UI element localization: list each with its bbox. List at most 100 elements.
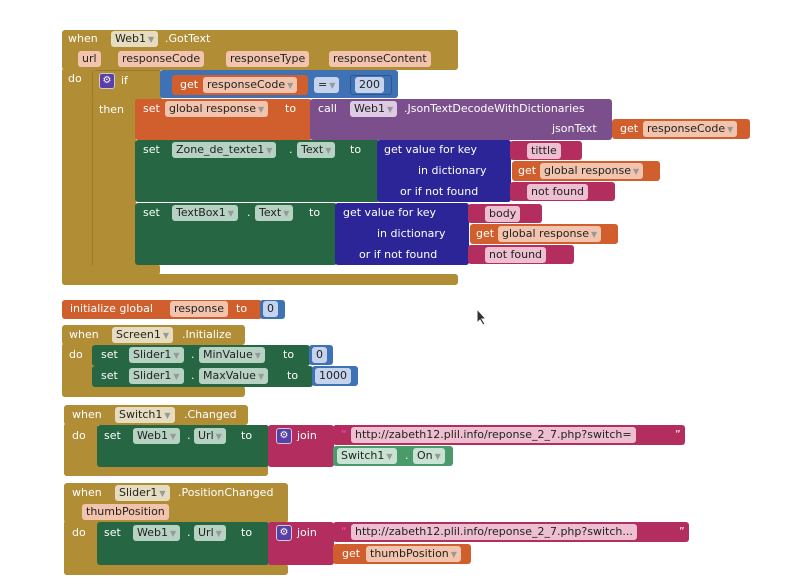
text-value[interactable]: http://zabeth12.plil.info/reponse_2_7.ph… <box>351 524 637 540</box>
number-value[interactable]: 0 <box>263 301 278 317</box>
component-dropdown[interactable]: TextBox1▼ <box>172 205 238 221</box>
dot: . <box>247 206 251 219</box>
if-bottom <box>92 264 160 275</box>
property-dropdown[interactable]: Url▼ <box>194 428 226 444</box>
chevron-down-icon: ▼ <box>159 489 166 498</box>
property-name: MinValue <box>203 348 253 361</box>
variable-name: global response <box>544 164 632 177</box>
variable-dropdown[interactable]: responseCode▼ <box>203 77 298 93</box>
component-dropdown[interactable]: Slider1▼ <box>129 347 184 363</box>
when-label: when <box>68 32 98 45</box>
or-not-found-label: or if not found <box>400 185 479 198</box>
set-web1-url-block[interactable] <box>97 522 269 565</box>
component-dropdown[interactable]: Web1▼ <box>133 525 181 541</box>
param-responsecode[interactable]: responseCode <box>118 51 205 67</box>
event-name: .Initialize <box>182 328 232 341</box>
number-value[interactable]: 200 <box>355 77 384 93</box>
event-name: .PositionChanged <box>178 486 274 499</box>
text-value[interactable]: http://zabeth12.plil.info/reponse_2_7.ph… <box>351 427 636 443</box>
chevron-down-icon: ▼ <box>434 452 441 461</box>
property-name: Text <box>259 206 282 219</box>
component-name: Zone_de_texte1 <box>176 143 265 156</box>
do-label: do <box>69 348 83 361</box>
chevron-down-icon: ▼ <box>450 550 457 559</box>
get-label: get <box>518 164 537 177</box>
set-web1-url-block[interactable] <box>97 425 269 467</box>
component-dropdown[interactable]: Web1▼ <box>350 101 398 117</box>
param-responsetype[interactable]: responseType <box>226 51 310 67</box>
component-dropdown[interactable]: Screen1▼ <box>112 327 173 343</box>
when-label: when <box>72 486 102 499</box>
component-dropdown[interactable]: Web1▼ <box>133 428 181 444</box>
dictionary-lookup-block[interactable] <box>335 203 469 265</box>
number-value[interactable]: 1000 <box>315 368 351 384</box>
component-name: Slider1 <box>133 348 172 361</box>
to-label: to <box>287 369 299 382</box>
component-dropdown[interactable]: Switch1▼ <box>115 407 175 423</box>
dictionary-lookup-block[interactable] <box>377 140 511 202</box>
chevron-down-icon: ▼ <box>162 331 169 340</box>
global-var-dropdown[interactable]: global response▼ <box>165 101 269 117</box>
property-dropdown[interactable]: Text▼ <box>255 205 294 221</box>
gear-icon[interactable]: ⚙ <box>99 73 115 89</box>
component-name: Web1 <box>137 429 168 442</box>
do-label: do <box>72 526 86 539</box>
event-name: .GotText <box>165 32 211 45</box>
component-dropdown[interactable]: Switch1▼ <box>337 448 397 464</box>
component-name: Web1 <box>137 526 168 539</box>
gvk-label: get value for key <box>384 143 477 156</box>
chevron-down-icon: ▼ <box>173 372 180 381</box>
to-label: to <box>309 206 321 219</box>
number-value[interactable]: 0 <box>312 347 327 363</box>
dot: . <box>289 143 293 156</box>
property-dropdown[interactable]: MaxValue▼ <box>199 368 269 384</box>
chevron-down-icon: ▼ <box>169 529 177 538</box>
gear-icon[interactable]: ⚙ <box>276 525 292 541</box>
chevron-down-icon: ▼ <box>215 529 222 538</box>
get-label: get <box>342 547 361 560</box>
param-url[interactable]: url <box>78 51 101 67</box>
text-value[interactable]: not found <box>485 247 547 263</box>
property-dropdown[interactable]: Text▼ <box>297 142 336 158</box>
chevron-down-icon: ▼ <box>287 81 294 90</box>
event-bottom <box>62 386 245 397</box>
text-value[interactable]: not found <box>527 184 589 200</box>
variable-dropdown[interactable]: responseCode▼ <box>643 121 738 137</box>
close-quote: ” <box>675 428 681 441</box>
component-dropdown[interactable]: Slider1▼ <box>129 368 184 384</box>
component-dropdown[interactable]: Zone_de_texte1▼ <box>172 142 277 158</box>
text-value[interactable]: tittle <box>527 143 561 159</box>
to-label: to <box>285 102 297 115</box>
event-bottom <box>64 465 268 476</box>
property-name: Url <box>198 526 214 539</box>
operator-dropdown[interactable]: =▼ <box>314 77 340 93</box>
global-name-field[interactable]: response <box>170 301 228 317</box>
param-responsecontent[interactable]: responseContent <box>329 51 431 67</box>
to-label: to <box>241 526 253 539</box>
gear-icon[interactable]: ⚙ <box>276 428 292 444</box>
property-dropdown[interactable]: Url▼ <box>194 525 226 541</box>
variable-dropdown[interactable]: thumbPosition▼ <box>366 546 461 562</box>
component-name: Switch1 <box>341 449 385 462</box>
dot: . <box>405 449 409 462</box>
to-label: to <box>236 302 248 315</box>
property-dropdown[interactable]: MinValue▼ <box>199 347 265 363</box>
chevron-down-icon: ▼ <box>727 125 734 134</box>
dot: . <box>187 526 191 539</box>
chevron-down-icon: ▼ <box>173 351 180 360</box>
text-value[interactable]: body <box>485 206 521 222</box>
dot: . <box>191 348 195 361</box>
component-dropdown[interactable]: Web1▼ <box>111 31 159 47</box>
variable-dropdown[interactable]: global response▼ <box>498 226 602 242</box>
property-dropdown[interactable]: On▼ <box>413 448 445 464</box>
open-quote: “ <box>341 525 347 538</box>
component-dropdown[interactable]: Slider1▼ <box>115 485 170 501</box>
chevron-down-icon: ▼ <box>254 351 261 360</box>
component-name: Slider1 <box>133 369 172 382</box>
variable-name: global response <box>502 227 590 240</box>
param-thumbposition[interactable]: thumbPosition <box>82 504 169 520</box>
variable-dropdown[interactable]: global response▼ <box>540 163 644 179</box>
component-name: Slider1 <box>119 486 158 499</box>
if-label: if <box>121 74 128 87</box>
then-label: then <box>99 103 125 116</box>
